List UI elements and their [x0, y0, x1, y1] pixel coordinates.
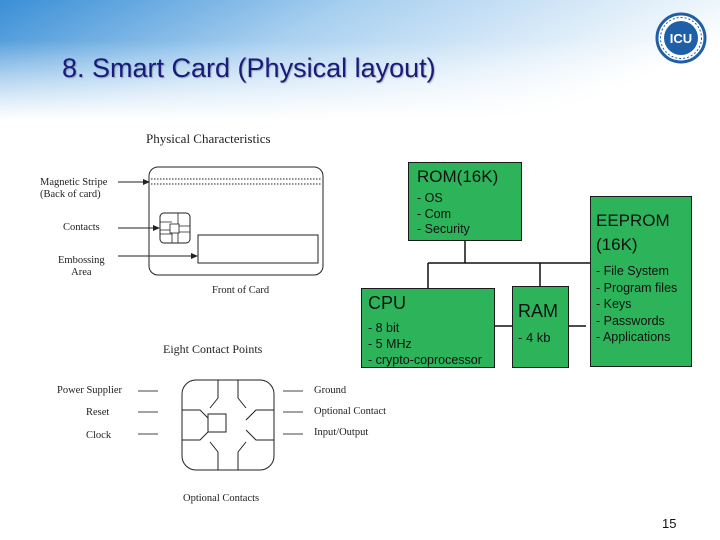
eeprom-title-line2: (16K): [596, 235, 638, 254]
ram-title: RAM: [518, 301, 558, 321]
front-of-card-label: Front of Card: [212, 285, 270, 296]
contact-label-optional-contact: Optional Contact: [314, 406, 387, 417]
rom-items: - OS - Com - Security: [417, 191, 521, 238]
contact-label-ground: Ground: [314, 385, 347, 396]
eight-contact-points-heading: Eight Contact Points: [163, 342, 263, 356]
eeprom-items: - File System - Program files - Keys - P…: [596, 263, 691, 346]
slide-title: 8. Smart Card (Physical layout): [62, 53, 436, 83]
cpu-item: - 8 bit: [368, 321, 400, 335]
physical-characteristics-heading: Physical Characteristics: [146, 131, 271, 146]
contact-label-optional-contacts: Optional Contacts: [183, 493, 260, 504]
embossing-line2: Area: [71, 267, 92, 278]
logo-text: ICU: [670, 31, 692, 46]
eeprom-item: - File System: [596, 264, 669, 278]
contact-label-reset: Reset: [86, 407, 110, 418]
rom-item: - Com: [417, 206, 452, 221]
ram-item: - 4 kb: [518, 330, 551, 345]
embossing-area-box: [197, 234, 319, 264]
cpu-item: - crypto-coprocessor: [368, 353, 482, 367]
eeprom-block: EEPROM (16K) - File System - Program fil…: [590, 196, 692, 367]
rom-item: - OS: [417, 191, 443, 205]
ram-items: - 4 kb: [518, 330, 568, 346]
magnetic-stripe-label: Magnetic Stripe (Back of card): [40, 177, 107, 201]
rom-item: - Security: [417, 222, 470, 236]
contact-label-input-output: Input/Output: [314, 427, 369, 438]
eeprom-item: - Program files: [596, 280, 678, 295]
embossing-area-label: Embossing Area: [58, 255, 105, 279]
cpu-item: - 5 MHz: [368, 337, 412, 351]
contact-label-clock: Clock: [86, 430, 112, 441]
contact-label-power-supplier: Power Supplier: [57, 385, 123, 396]
rom-title: ROM(16K): [417, 167, 499, 186]
cpu-items: - 8 bit - 5 MHz - crypto-coprocessor: [368, 320, 494, 368]
embossing-line1: Embossing: [58, 255, 105, 266]
magnetic-stripe-line1: Magnetic Stripe: [40, 177, 108, 188]
contact-chip-outline: [181, 379, 275, 471]
cpu-block: CPU - 8 bit - 5 MHz - crypto-coprocessor: [361, 288, 495, 368]
rom-block: ROM(16K) - OS - Com - Security: [408, 162, 522, 241]
contacts-label: Contacts: [63, 222, 100, 233]
eeprom-item: - Keys: [596, 297, 632, 311]
ram-block: RAM - 4 kb: [512, 286, 569, 368]
icu-logo: ICU: [655, 12, 707, 64]
magnetic-stripe-line2: (Back of card): [40, 189, 101, 200]
page-number: 15: [662, 516, 677, 531]
eeprom-item: - Applications: [596, 330, 671, 344]
eeprom-item: - Passwords: [596, 313, 665, 328]
eeprom-title-line1: EEPROM: [596, 211, 670, 230]
cpu-title: CPU: [368, 293, 407, 313]
